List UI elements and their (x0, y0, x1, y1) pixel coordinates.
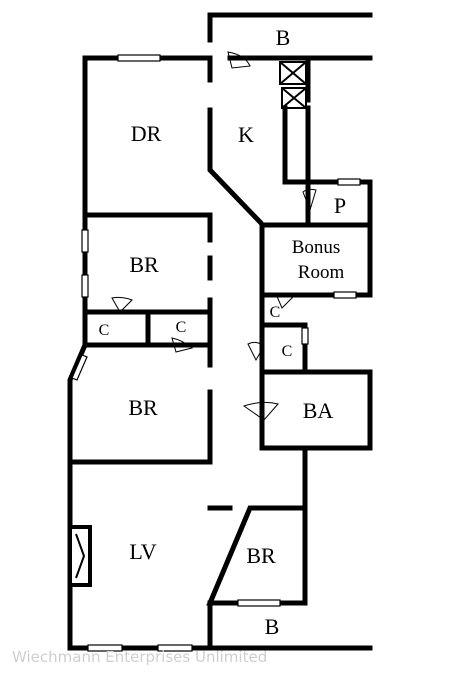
label-bonus-room-line2: Room (298, 262, 345, 283)
window-closet-right (301, 327, 309, 345)
fixtures (68, 61, 307, 587)
watermark-text: Wiechmann Enterprises Unlimited (12, 648, 267, 666)
door-bath (242, 401, 279, 421)
window-pantry-top (337, 178, 361, 186)
label-bonus-room-line1: Bonus (292, 237, 341, 258)
windows (71, 54, 361, 652)
label-dining-room: DR (131, 121, 162, 146)
door-closet-b (171, 337, 194, 353)
window-bonus-bottom (333, 291, 357, 299)
window-bedroom-left-a (81, 229, 89, 253)
window-dining-top (117, 54, 161, 62)
label-closet-b: C (176, 319, 187, 336)
window-living-bottom-a (87, 644, 123, 652)
door-bedroom-upper (111, 296, 133, 313)
appliance-lower (281, 87, 307, 109)
door-pantry (302, 188, 317, 212)
room-labels: B DR K P Bonus Room BR C C C C BR BA LV … (99, 25, 346, 639)
label-bedroom-upper: BR (129, 252, 159, 277)
window-bedroom-left-b (81, 274, 89, 298)
appliance-upper (279, 61, 307, 85)
label-closet-d: C (282, 343, 293, 360)
door-balcony-top (227, 51, 251, 69)
window-bedroom-lower (237, 599, 281, 607)
doors (111, 51, 317, 421)
label-pantry: P (334, 193, 346, 218)
window-living-bottom-b (157, 644, 193, 652)
door-bonus (275, 292, 295, 309)
label-living-room: LV (129, 539, 156, 564)
door-closet-c (247, 341, 265, 362)
walls (67, 12, 373, 651)
label-balcony-top: B (276, 25, 291, 50)
label-balcony-bottom: B (265, 614, 280, 639)
label-bath: BA (303, 398, 334, 423)
label-closet-a: C (99, 322, 110, 339)
label-kitchen: K (238, 122, 254, 147)
label-closet-c: C (270, 304, 281, 321)
label-bedroom-lower: BR (246, 543, 276, 568)
label-bedroom-middle: BR (128, 395, 158, 420)
fireplace (68, 525, 92, 587)
window-angled-left (71, 354, 88, 381)
